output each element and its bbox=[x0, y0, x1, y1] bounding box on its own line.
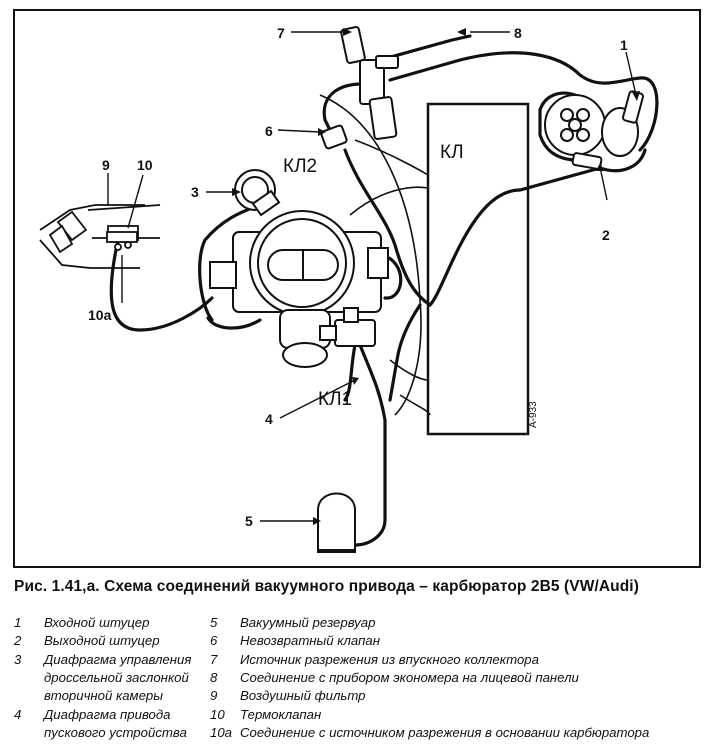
distributor bbox=[544, 90, 644, 170]
legend-text: Диафрагма управления bbox=[44, 652, 192, 667]
legend-num: 10a bbox=[210, 725, 233, 740]
vacuum-hoses bbox=[109, 34, 659, 547]
legend-num: 2 bbox=[14, 633, 22, 648]
check-valve-6 bbox=[320, 124, 348, 150]
legend-text: Источник разрежения из впускного коллект… bbox=[240, 652, 539, 667]
legend-num: 5 bbox=[210, 615, 218, 630]
callout-6: 6 bbox=[265, 123, 273, 139]
legend-text: Воздушный фильтр bbox=[240, 688, 366, 703]
legend-text: Соединение с источником разрежения в осн… bbox=[240, 725, 650, 740]
legend-text: пускового устройства bbox=[44, 725, 187, 740]
legend-num: 7 bbox=[210, 652, 218, 667]
legend-text: Термоклапан bbox=[240, 707, 322, 722]
block-label-kl: КЛ bbox=[440, 142, 464, 163]
legend-num: 8 bbox=[210, 670, 218, 685]
legend-text: Диафрагма привода bbox=[44, 707, 171, 722]
legend-num: 3 bbox=[14, 652, 22, 667]
callout-8: 8 bbox=[514, 25, 522, 41]
legend-num: 10 bbox=[210, 707, 225, 722]
legend-text: Входной штуцер bbox=[44, 615, 150, 630]
diagram-frame bbox=[13, 9, 701, 568]
callout-7: 7 bbox=[277, 25, 285, 41]
thermo-valve-10 bbox=[106, 231, 138, 251]
figure-caption: Рис. 1.41,а. Схема соединений вакуумного… bbox=[14, 578, 639, 595]
diaphragm-3 bbox=[234, 169, 281, 217]
block-label-kl2: КЛ2 bbox=[283, 156, 317, 177]
callout-3: 3 bbox=[191, 184, 199, 200]
legend-text: Соединение с прибором экономера на лицев… bbox=[240, 670, 579, 685]
callout-5: 5 bbox=[245, 513, 253, 529]
legend-text: Невозвратный клапан bbox=[240, 633, 380, 648]
vacuum-diagram: КЛ A-933 bbox=[39, 25, 659, 553]
thermo-valve-kl1 bbox=[319, 307, 376, 347]
vacuum-source-7 bbox=[340, 26, 399, 140]
callout-10a: 10a bbox=[88, 307, 112, 323]
legend-num: 1 bbox=[14, 615, 22, 630]
callout-1: 1 bbox=[620, 37, 628, 53]
callout-10: 10 bbox=[137, 157, 153, 173]
legend-text: Вакуумный резервуар bbox=[240, 615, 376, 630]
block-label-kl1: КЛ1 bbox=[318, 389, 352, 410]
callout-4: 4 bbox=[265, 411, 273, 427]
callout-9: 9 bbox=[102, 157, 110, 173]
air-filter bbox=[39, 204, 161, 269]
engine-outline bbox=[319, 94, 431, 416]
legend-num: 9 bbox=[210, 688, 218, 703]
legend-text: дроссельной заслонкой bbox=[44, 670, 189, 685]
figure-code: A-933 bbox=[528, 401, 539, 428]
leader-lines bbox=[107, 31, 637, 522]
legend-text: вторичной камеры bbox=[44, 688, 163, 703]
legend-text: Выходной штуцер bbox=[44, 633, 160, 648]
engine-block-kl bbox=[426, 102, 530, 436]
legend-num: 6 bbox=[210, 633, 218, 648]
callout-2: 2 bbox=[602, 227, 610, 243]
vacuum-reservoir-5 bbox=[317, 492, 356, 553]
carburetor bbox=[209, 210, 389, 368]
legend-num: 4 bbox=[14, 707, 22, 722]
